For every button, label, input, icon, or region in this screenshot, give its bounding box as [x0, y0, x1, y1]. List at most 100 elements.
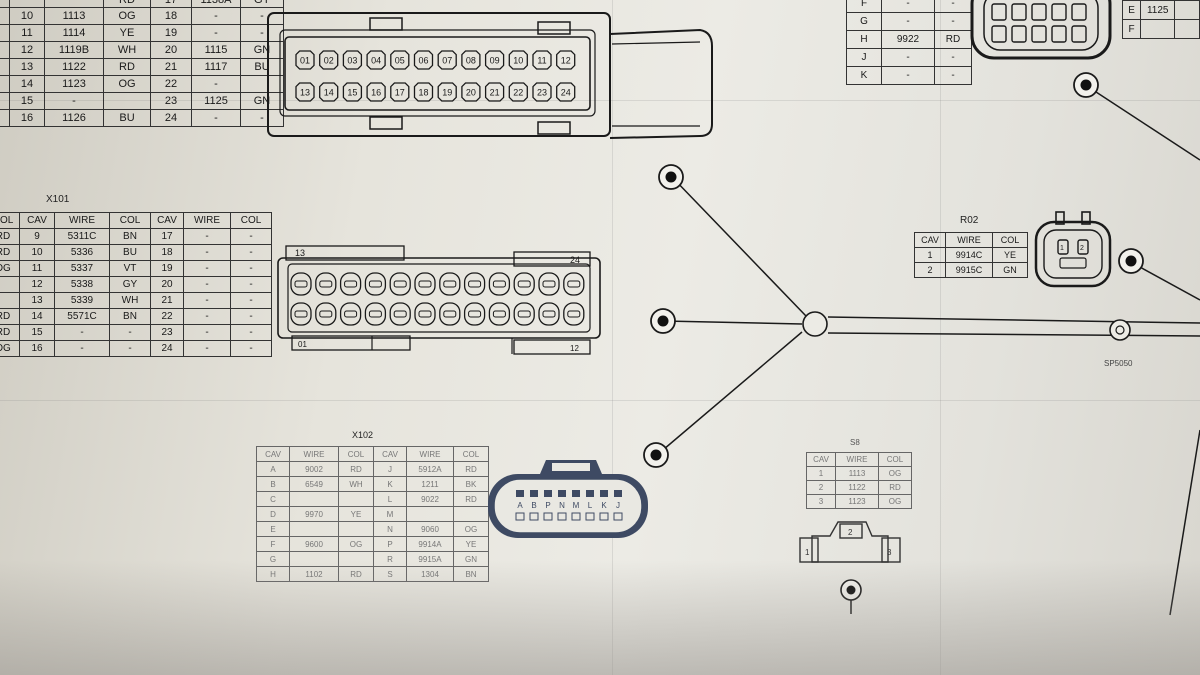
table-cell: 1126	[44, 109, 104, 127]
table-cell: WH	[103, 41, 151, 59]
table-cell: 18	[150, 7, 192, 25]
r02-title: R02	[960, 215, 979, 226]
x101-pin-slot	[418, 310, 432, 318]
table-cell: 1114	[44, 24, 104, 42]
grid-line-horizontal	[0, 100, 1200, 101]
x101-pin-slot	[468, 310, 482, 318]
top-right-pin-cavity	[1031, 3, 1047, 21]
header-pin-label: 19	[442, 88, 452, 98]
table-cell: 1123	[835, 494, 879, 509]
header-pin-cavity	[556, 82, 576, 102]
terminal-dot-core	[665, 171, 677, 183]
x102-pin-cavity	[557, 512, 567, 521]
header-pin-label: 15	[347, 88, 357, 98]
sp5050-splice-icon	[1109, 319, 1131, 341]
top-right-pin-cavity	[1051, 25, 1067, 43]
r02-latch	[1055, 211, 1065, 225]
x101-pin-cavity	[488, 272, 511, 296]
header-pin-label: 10	[513, 56, 523, 66]
x102-pin-label: L	[588, 501, 593, 510]
header-pin-label: 11	[537, 56, 546, 66]
header-pin-label: 02	[324, 56, 334, 66]
table-cell: -	[230, 340, 272, 357]
r02-inner	[1043, 229, 1103, 279]
header-pin-cavity	[390, 50, 410, 70]
table-cell: -	[54, 340, 110, 357]
x101-pin-slot	[443, 310, 457, 318]
header-pin-label: 23	[537, 88, 547, 98]
x102-pin-label: J	[616, 501, 620, 510]
table-cell: 2	[914, 262, 946, 278]
header-latch	[537, 121, 571, 135]
x101-pin-cavity	[339, 302, 362, 326]
x102-pin-cavity	[586, 490, 594, 497]
x101-pin-cavity	[315, 302, 337, 326]
header-pin-label: 04	[371, 56, 381, 66]
wire-to-splice	[671, 176, 807, 317]
top-right-pin-cavity	[1011, 3, 1027, 21]
x101-pin-array	[290, 272, 585, 326]
header-pin-label: 21	[490, 88, 500, 98]
x101-pin-cavity	[389, 302, 411, 326]
splice-label: SP5050	[1104, 359, 1133, 368]
table-cell: 16	[19, 340, 55, 357]
x102-pin-cavity	[543, 512, 553, 521]
s8-pin-label: 1	[805, 548, 810, 557]
table-cell	[1174, 19, 1200, 39]
table-row: OG115337VT19--	[0, 260, 272, 277]
header-pin-cavity	[484, 82, 505, 102]
table-cell: 9915C	[945, 262, 993, 278]
header-pin-label: 16	[371, 88, 381, 98]
table-cell: GN	[240, 92, 284, 110]
r02-pin-label: 1	[1060, 245, 1064, 252]
x101-pin-cavity	[389, 272, 411, 296]
wire-to-splice	[656, 331, 803, 456]
table-cell: 16	[9, 109, 45, 127]
header-pin-label: 24	[561, 88, 571, 98]
top-right-pin-cavity	[991, 3, 1007, 21]
header-pin-cavity	[342, 50, 363, 70]
x101-pin-cavity	[439, 302, 461, 326]
harness-wires	[656, 89, 1200, 616]
table-cell: F	[1121, 19, 1142, 39]
table-cell: 14	[9, 75, 45, 93]
header-pin-cavity	[413, 50, 434, 70]
header-pin-cavity	[532, 82, 552, 102]
x102-pin-label: B	[531, 501, 536, 510]
x101-pin-slot	[517, 280, 531, 288]
table-cell: -	[240, 109, 284, 127]
x101-pin-cavity	[414, 302, 436, 326]
header-latch	[369, 17, 403, 31]
table-cell: 1122	[44, 58, 104, 76]
header-pin-label: 05	[395, 56, 405, 66]
header-pin-label: 01	[300, 56, 310, 66]
terminal-dot-core	[657, 315, 669, 327]
x101-pin-slot	[418, 280, 432, 288]
x102-pin-label: M	[573, 501, 580, 510]
x101-pin-cavity	[315, 272, 337, 296]
header-latch	[369, 116, 403, 130]
x102-connector-face	[488, 460, 648, 538]
x101-pin-slot	[344, 280, 358, 288]
x102-pin-cavity	[516, 490, 524, 497]
x102-pin-cavity	[515, 512, 525, 521]
x101-pin-cavity	[339, 272, 362, 296]
table-cell: BU	[103, 109, 151, 127]
x101-pin-cavity	[563, 272, 585, 296]
table-cell: BK	[453, 476, 489, 492]
r02-connector-face	[1034, 211, 1112, 288]
header-pin-cavity	[508, 50, 528, 70]
